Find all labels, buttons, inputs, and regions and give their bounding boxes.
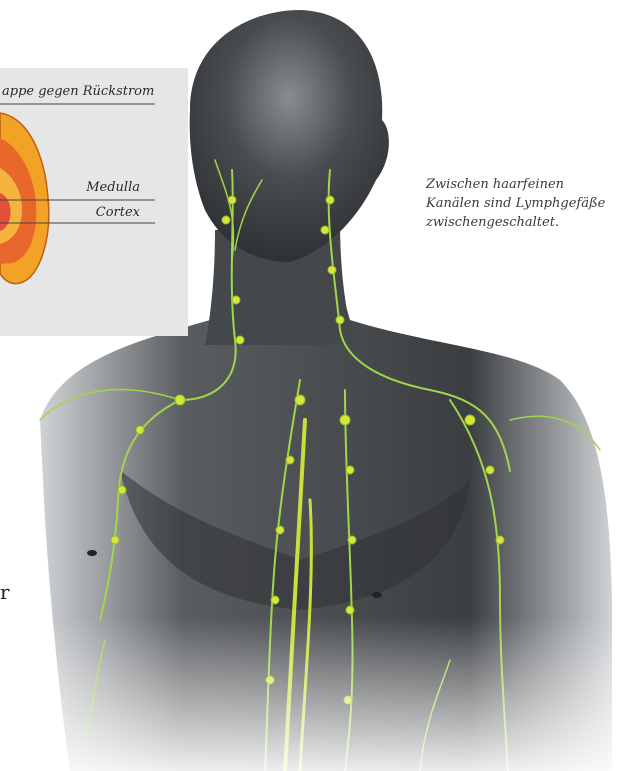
caption: Zwischen haarfeinen Kanälen sind Lymphge…	[426, 175, 616, 232]
lymph-node-cross-section	[0, 68, 188, 336]
cortex-label: Cortex	[96, 205, 140, 220]
medulla-label: Medulla	[86, 180, 140, 195]
valve-label: appe gegen Rückstrom	[2, 84, 154, 99]
caption-line: Kanälen sind Lymphgefäße	[426, 194, 616, 213]
caption-line: Zwischen haarfeinen	[426, 175, 616, 194]
margin-text: r	[0, 580, 10, 604]
caption-line: zwischengeschaltet.	[426, 213, 616, 232]
lymph-node-inset	[0, 68, 188, 336]
